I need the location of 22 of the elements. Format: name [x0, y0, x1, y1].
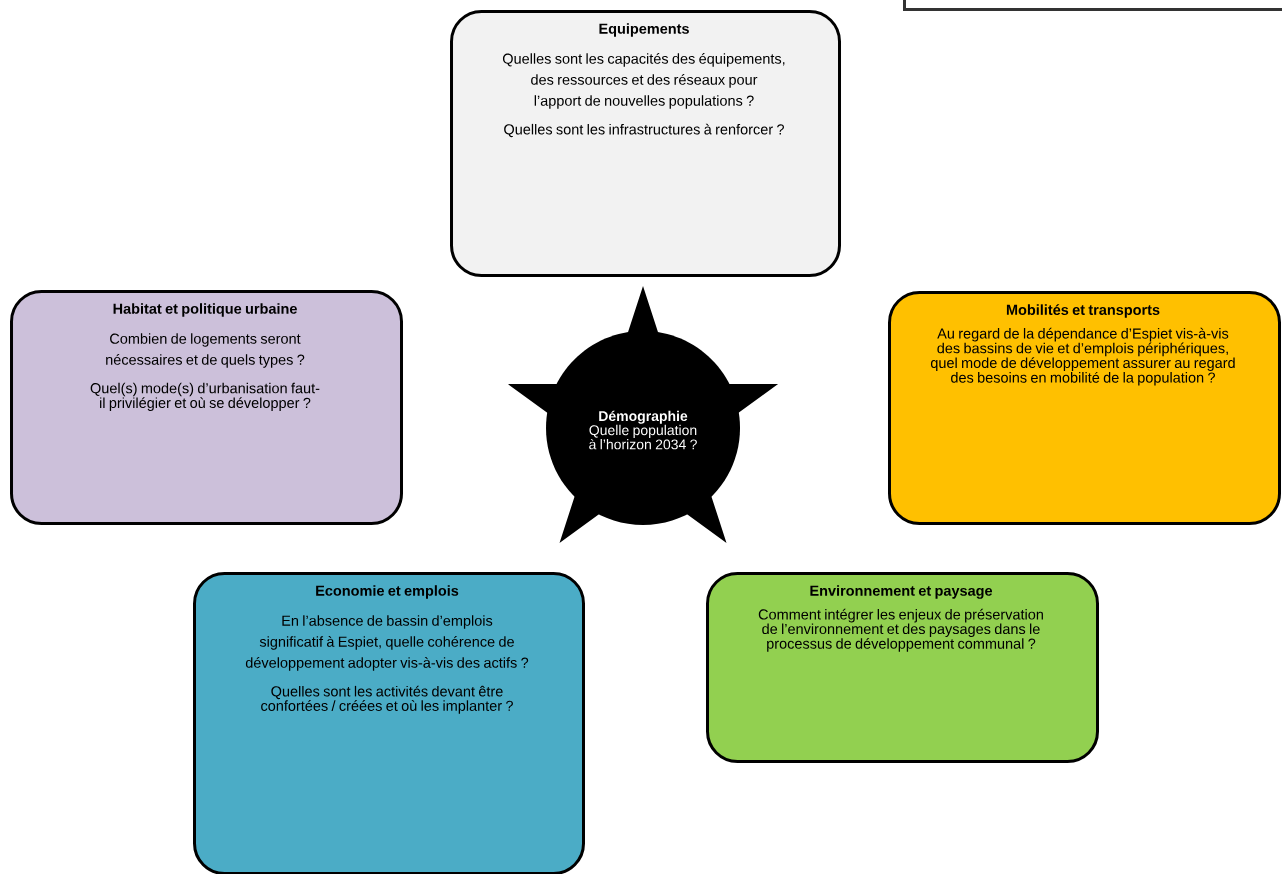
- box-heading: Mobilités et transports: [1006, 304, 1160, 318]
- box-heading: Environnement et paysage: [810, 585, 993, 599]
- question-box: [706, 572, 1099, 763]
- question-box: [193, 572, 585, 874]
- question-text: Combien de logements seront nécessaires et de quels types ?: [106, 333, 305, 368]
- question-text: Au regard de la dépendance d’Espiet vis-à-vis des bassins de vie et d’emplois périphériques, quel mode de développement assurer au regard des besoins en mobilité de la population ?: [930, 327, 1235, 386]
- question-text: En l’absence de bassin d’emplois significatif à Espiet, quelle cohérence de développement adopter vis-à-vis des actifs ?: [245, 615, 529, 671]
- question-box: [10, 290, 403, 525]
- question-text: Comment intégrer les enjeux de préservation de l’environnement et des paysages dans le processus de développement communal ?: [758, 608, 1043, 652]
- box-heading: Habitat et politique urbaine: [113, 303, 297, 317]
- question-box: [450, 10, 841, 277]
- question-text: Quelles sont les activités devant être confortées / créées et où les implanter ?: [261, 685, 513, 714]
- question-text: Quelle population à l’horizon 2034 ?: [589, 424, 697, 450]
- box-heading: Equipements: [599, 23, 689, 37]
- question-text: Quel(s) mode(s) d’urbanisation faut-il privilégier et où se développer ?: [90, 382, 320, 411]
- cropped-frame: [903, 0, 1282, 11]
- question-box: [888, 291, 1281, 525]
- question-text: Quelles sont les infrastructures à renforcer ?: [504, 123, 784, 138]
- star-shape: [507, 286, 779, 543]
- question-text: Quelles sont les capacités des équipements, des ressources et des réseaux pour l’apport de nouvelles populations ?: [502, 53, 785, 109]
- box-heading: Démographie: [599, 410, 688, 424]
- box-heading: Economie et emplois: [316, 585, 459, 599]
